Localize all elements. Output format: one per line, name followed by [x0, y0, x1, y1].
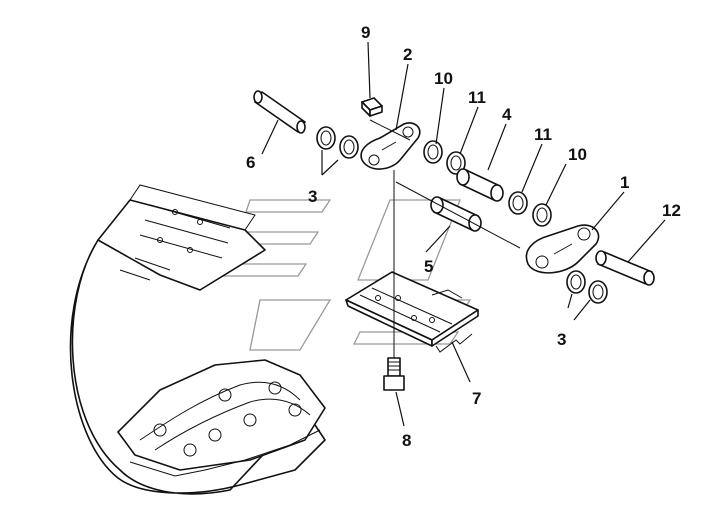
seal-part-11-upper: [446, 151, 466, 175]
shoe-plate-part-7: [345, 271, 479, 353]
bolt-part-8: [383, 357, 405, 391]
callout-12: 12: [662, 201, 681, 220]
track-assembly: [69, 184, 326, 495]
bushing-part-4: [456, 168, 504, 202]
callout-8: 8: [402, 431, 411, 450]
callout-10-lower: 10: [568, 145, 587, 164]
callout-5: 5: [424, 257, 433, 276]
seal-part-11-lower: [508, 191, 528, 215]
link-part-1: [525, 224, 600, 274]
seal-part-10-upper: [423, 140, 443, 164]
assembly-guide-lines: [369, 119, 521, 358]
callout-7: 7: [472, 389, 481, 408]
seal-part-3-upper: [316, 126, 359, 159]
callout-11-lower: 11: [534, 125, 552, 144]
callout-6: 6: [246, 153, 255, 172]
callout-4: 4: [502, 105, 512, 124]
callout-labels: 9 2 10 11 4 11 10 1 12 6 3 5 3 7 8: [246, 23, 681, 450]
callout-2: 2: [403, 45, 412, 64]
link-part-2: [360, 122, 421, 170]
callout-11-upper: 11: [468, 88, 486, 107]
leader-lines: [261, 41, 666, 427]
callout-3-upper: 3: [308, 187, 317, 206]
pin-part-6: [253, 90, 306, 134]
seal-part-10-lower: [532, 203, 552, 227]
callout-3-lower: 3: [557, 330, 566, 349]
seal-part-3-lower: [566, 270, 608, 304]
nut-part-9: [361, 97, 383, 117]
callout-10-upper: 10: [434, 69, 453, 88]
callout-1: 1: [620, 173, 629, 192]
callout-9: 9: [361, 23, 370, 42]
pin-part-12: [595, 250, 655, 286]
